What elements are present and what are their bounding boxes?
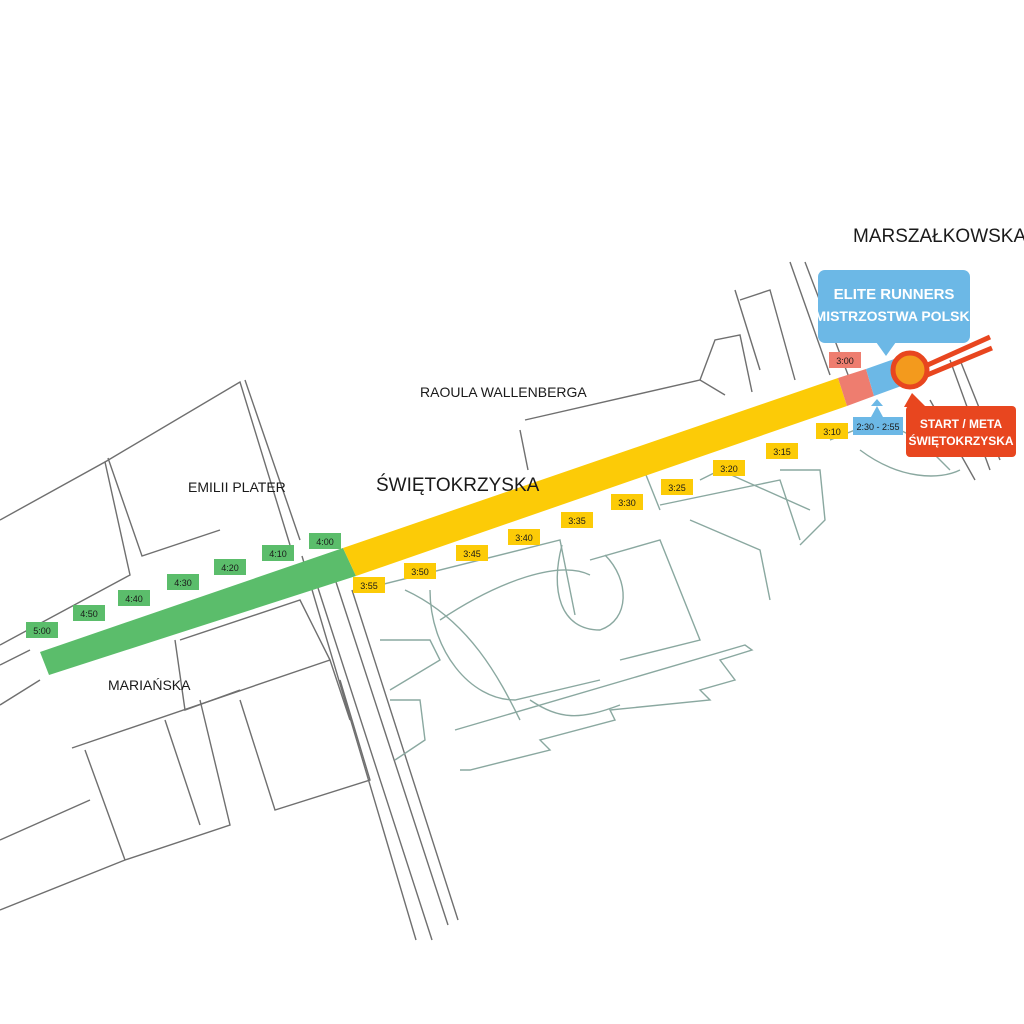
- zone-tags: 3:00 2:30 - 2:55: [829, 352, 903, 435]
- pace-tag-green-label: 4:50: [80, 609, 98, 619]
- pace-tag-green-4-40: 4:40: [118, 590, 150, 606]
- pace-tag-yellow-label: 3:20: [720, 464, 738, 474]
- pace-tag-yellow-3-15: 3:15: [766, 443, 798, 459]
- zone-salmon: [838, 369, 874, 406]
- pace-tag-yellow-3-35: 3:35: [561, 512, 593, 528]
- pace-tag-green-4-20: 4:20: [214, 559, 246, 575]
- pace-tag-yellow-label: 3:25: [668, 483, 686, 493]
- pace-tag-green-label: 4:20: [221, 563, 239, 573]
- pace-tag-green-label: 4:10: [269, 549, 287, 559]
- pace-tag-yellow-3-40: 3:40: [508, 529, 540, 545]
- pace-tag-yellow-3-30: 3:30: [611, 494, 643, 510]
- pace-tag-yellow-label: 3:55: [360, 581, 378, 591]
- elite-callout-line1: ELITE RUNNERS: [834, 286, 955, 303]
- street-labels: MARSZAŁKOWSKA RAOULA WALLENBERGA EMILII …: [108, 226, 1024, 693]
- pace-tag-yellow-label: 3:40: [515, 533, 533, 543]
- zone-yellow: [343, 378, 847, 576]
- start-callout-line2: ŚWIĘTOKRZYSKA: [908, 433, 1013, 448]
- pace-tag-green-label: 4:30: [174, 578, 192, 588]
- pace-tag-salmon: 3:00: [829, 352, 861, 368]
- pace-tag-green-label: 4:40: [125, 594, 143, 604]
- pace-tag-yellow-3-10: 3:10: [816, 423, 848, 439]
- pace-tag-yellow-3-50: 3:50: [404, 563, 436, 579]
- elite-callout-line2: MISTRZOSTWA POLSKI: [815, 308, 974, 324]
- pace-tag-green-label: 5:00: [33, 626, 51, 636]
- pace-tag-yellow-3-25: 3:25: [661, 479, 693, 495]
- street-label-emilii-plater: EMILII PLATER: [188, 479, 286, 495]
- pace-tag-yellow-label: 3:35: [568, 516, 586, 526]
- green-pace-tags: 4:00 4:10 4:20 4:30 4:40 4:50 5:00: [26, 533, 341, 638]
- pace-tag-elite: 2:30 - 2:55: [853, 399, 903, 435]
- pace-tag-elite-label: 2:30 - 2:55: [856, 422, 899, 432]
- pace-tag-yellow-label: 3:45: [463, 549, 481, 559]
- start-circle: [890, 350, 930, 390]
- route-band: [40, 357, 907, 675]
- pace-tag-green-4-10: 4:10: [262, 545, 294, 561]
- pace-tag-green-5-00: 5:00: [26, 622, 58, 638]
- pace-tag-yellow-label: 3:15: [773, 447, 791, 457]
- start-callout-line1: START / META: [920, 417, 1003, 431]
- elite-runners-callout[interactable]: ELITE RUNNERS MISTRZOSTWA POLSKI: [815, 270, 974, 356]
- pace-tag-yellow-label: 3:50: [411, 567, 429, 577]
- pace-tag-green-4-50: 4:50: [73, 605, 105, 621]
- start-meta-callout[interactable]: START / META ŚWIĘTOKRZYSKA: [904, 393, 1016, 457]
- street-label-marszalkowska: MARSZAŁKOWSKA: [853, 226, 1024, 247]
- start-finish-marker[interactable]: [890, 334, 993, 390]
- pace-tag-salmon-label: 3:00: [836, 356, 854, 366]
- pace-tag-green-4-30: 4:30: [167, 574, 199, 590]
- street-label-marianska: MARIAŃSKA: [108, 677, 191, 693]
- pace-tag-yellow-3-45: 3:45: [456, 545, 488, 561]
- yellow-pace-tags: 3:10 3:15 3:20 3:25 3:30 3:35 3:40 3:45 3:50 3:55: [353, 423, 848, 593]
- pace-tag-yellow-label: 3:10: [823, 427, 841, 437]
- pace-tag-green-label: 4:00: [316, 537, 334, 547]
- street-label-raoula-wallenberga: RAOULA WALLENBERGA: [420, 384, 587, 400]
- pace-tag-yellow-3-20: 3:20: [713, 460, 745, 476]
- street-label-swietokrzyska: ŚWIĘTOKRZYSKA: [376, 474, 540, 496]
- zone-green: [40, 548, 356, 675]
- pace-tag-yellow-3-55: 3:55: [353, 577, 385, 593]
- pace-tag-green-4-00: 4:00: [309, 533, 341, 549]
- pace-tag-yellow-label: 3:30: [618, 498, 636, 508]
